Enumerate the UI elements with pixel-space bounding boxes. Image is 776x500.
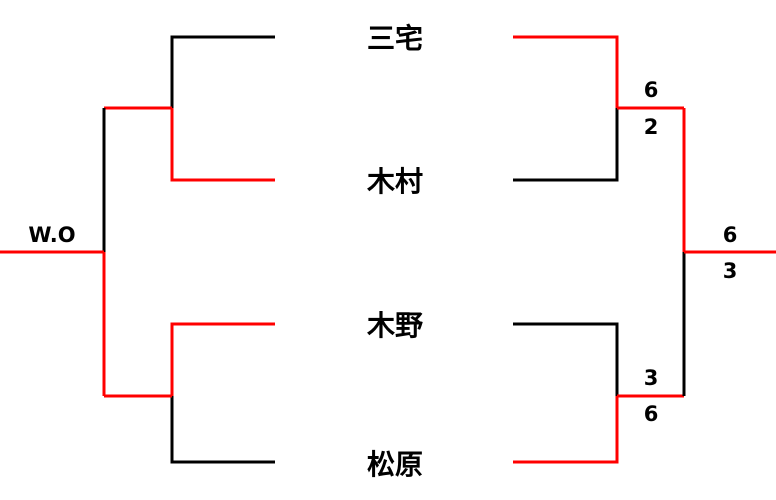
right-line-p4 [513,396,619,464]
player-name: 木野 [366,309,424,342]
semi2-score-top: 3 [643,366,659,390]
player-name: 松原 [366,448,424,481]
final-score-top: 6 [722,223,738,247]
semi1-score-top: 6 [643,78,659,102]
semi1-score-bottom: 2 [643,115,659,139]
left-line-p4 [170,396,275,464]
player-name: 木村 [366,165,424,198]
player-name: 三宅 [366,22,424,55]
semi2-score-bottom: 6 [643,402,659,426]
left-result-label: W.O [28,223,76,247]
left-line-p3 [170,322,275,396]
right-line-p3 [513,322,619,396]
right-line-p1 [513,35,619,108]
final-score-bottom: 3 [722,259,738,283]
left-line-p1 [170,35,275,108]
right-line-p2 [513,108,619,182]
left-line-p2 [170,108,275,182]
